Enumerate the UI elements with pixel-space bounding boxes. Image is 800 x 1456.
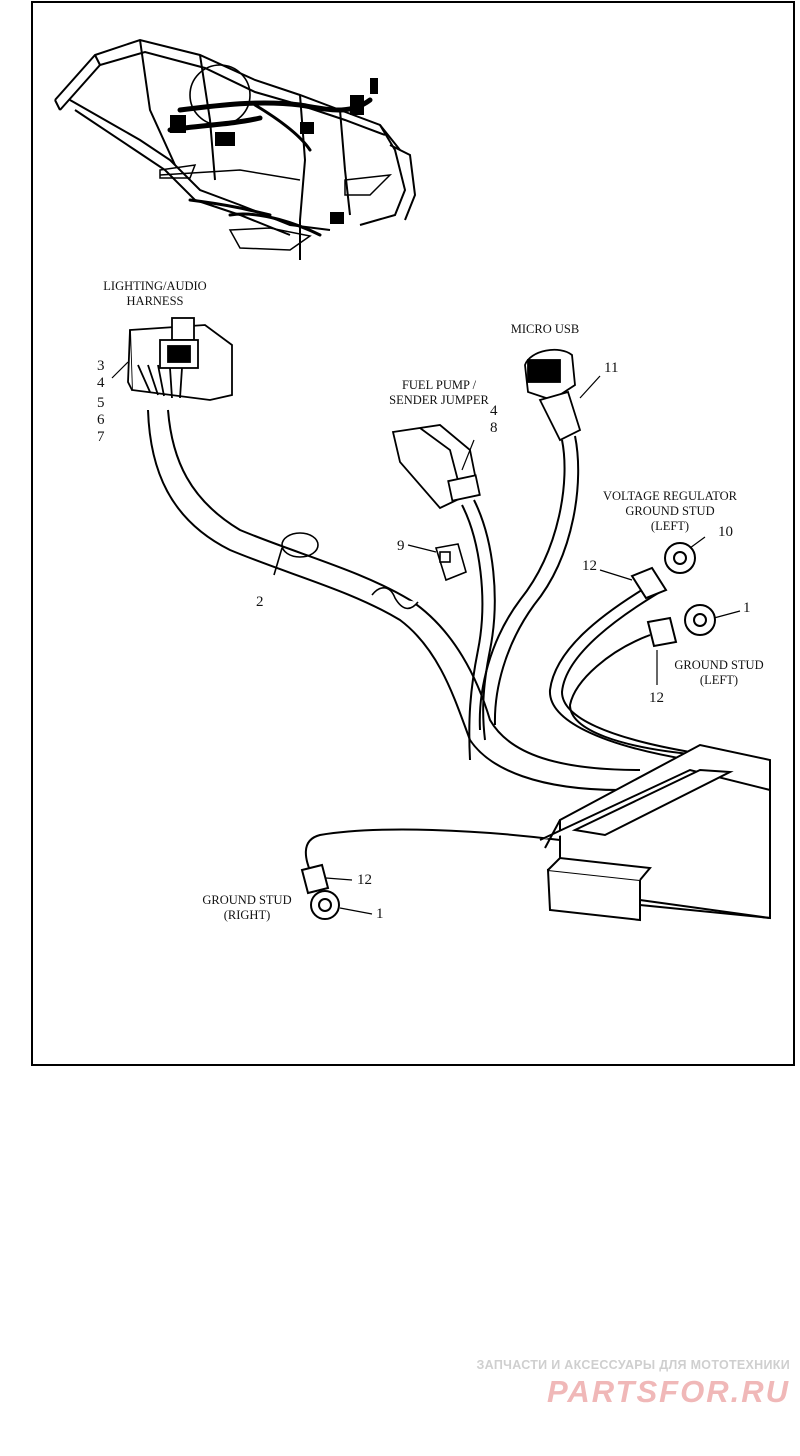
label-voltage-regulator-ground-stud: VOLTAGE REGULATOR GROUND STUD (LEFT)	[590, 489, 750, 534]
fuel-pump-lead	[461, 499, 496, 761]
watermark-tagline: ЗАПЧАСТИ И АКСЕССУАРЫ ДЛЯ МОТОТЕХНИКИ	[476, 1358, 790, 1372]
right-ground-wire	[300, 828, 561, 920]
wiring-harness-drawing	[54, 38, 771, 922]
label-line: LIGHTING/AUDIO	[103, 279, 207, 293]
harness-callout-numbers: 3 4 5 6 7	[97, 358, 105, 446]
callout-number: 6	[97, 412, 105, 428]
callout-number: 4	[490, 403, 498, 419]
micro-usb-lead	[478, 435, 580, 731]
fuel-pump-callout-numbers: 4 8	[490, 403, 498, 437]
fuel-pump-connector	[391, 424, 481, 510]
label-line: GROUND STUD	[674, 658, 764, 672]
cable-break-mark	[371, 587, 419, 610]
label-line: VOLTAGE REGULATOR	[602, 489, 738, 503]
main-harness-cable	[147, 409, 641, 791]
callout-ground-stud-left-terminal: 1	[743, 600, 751, 616]
label-ground-stud-right: GROUND STUD (RIGHT)	[192, 893, 302, 923]
label-micro-usb: MICRO USB	[490, 322, 600, 337]
label-line: (LEFT)	[650, 519, 690, 533]
left-ground-wire	[568, 604, 716, 756]
callout-ground-stud-right-sleeve: 12	[357, 872, 372, 888]
label-ground-stud-left: GROUND STUD (LEFT)	[664, 658, 774, 688]
callout-voltage-regulator-sleeve: 12	[582, 558, 597, 574]
label-line: GROUND STUD	[202, 893, 292, 907]
micro-usb-connector	[524, 348, 582, 442]
label-line: (LEFT)	[699, 673, 739, 687]
frame-harness-blobs	[170, 78, 378, 224]
callout-number: 5	[97, 395, 105, 411]
callout-ground-stud-left-sleeve: 12	[649, 690, 664, 706]
label-line: FUEL PUMP /	[401, 378, 477, 392]
watermark: ЗАПЧАСТИ И АКСЕССУАРЫ ДЛЯ МОТОТЕХНИКИ PA…	[470, 1358, 790, 1410]
label-fuel-pump-sender-jumper: FUEL PUMP / SENDER JUMPER	[378, 378, 500, 408]
label-line: SENDER JUMPER	[389, 393, 489, 407]
label-line: MICRO USB	[510, 322, 580, 336]
watermark-logo: PARTSFOR.RU	[546, 1374, 790, 1409]
callout-micro-usb: 11	[604, 360, 619, 376]
callout-number: 7	[97, 429, 105, 445]
callout-number: 8	[490, 420, 498, 436]
callout-cable-tie: 2	[256, 594, 264, 610]
callout-voltage-regulator-terminal: 10	[718, 524, 733, 540]
lighting-audio-connector	[127, 317, 233, 401]
callout-connector-clip: 9	[397, 538, 405, 554]
cable-tie	[273, 532, 319, 576]
frame-overview-illustration	[54, 38, 417, 260]
callout-number: 4	[97, 375, 105, 391]
callout-ground-stud-right-terminal: 1	[376, 906, 384, 922]
label-lighting-audio-harness: LIGHTING/AUDIO HARNESS	[85, 279, 225, 309]
callout-number: 3	[97, 358, 105, 374]
voltage-regulator-ground-wire	[548, 542, 696, 761]
label-line: (RIGHT)	[223, 908, 271, 922]
label-line: GROUND STUD	[625, 504, 715, 518]
leader-lines	[111, 361, 741, 915]
harness-junction-housing	[539, 743, 771, 922]
label-line: HARNESS	[126, 294, 184, 308]
connector-clip	[434, 543, 467, 582]
